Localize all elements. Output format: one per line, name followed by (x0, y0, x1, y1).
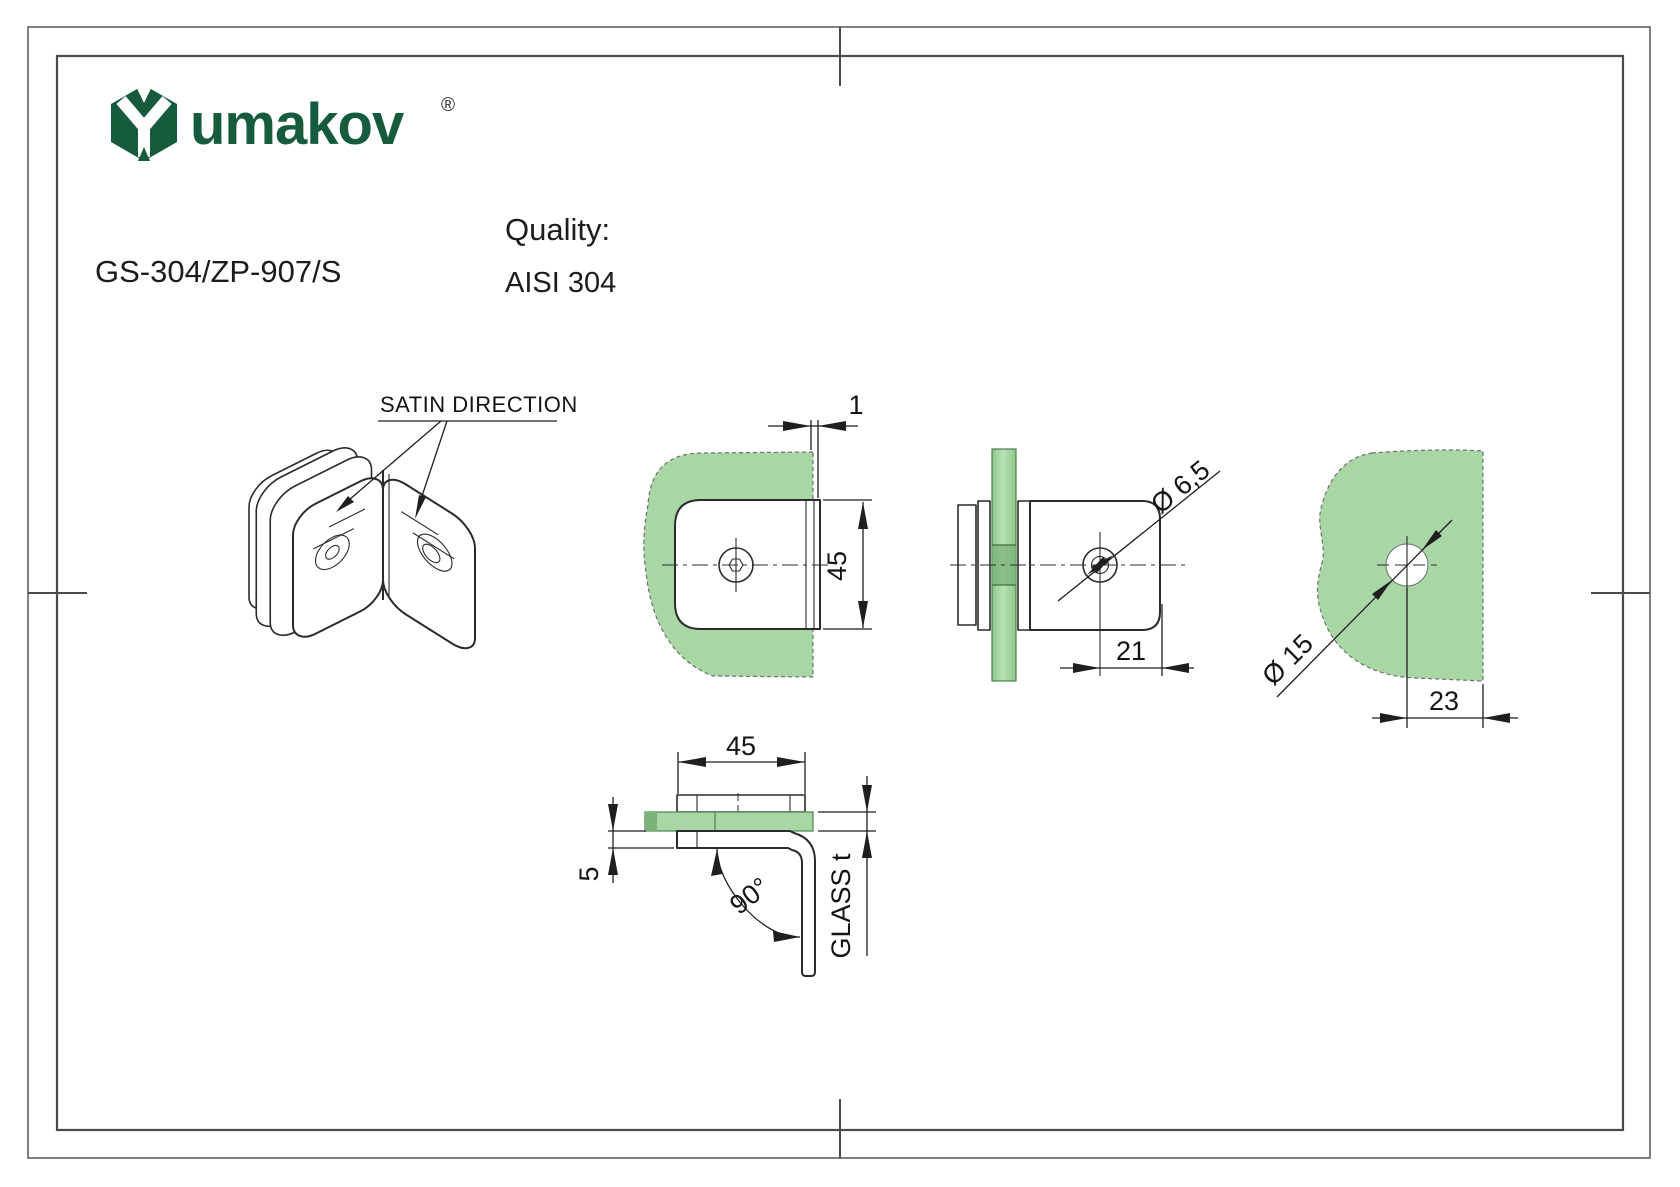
dim-arrow (1087, 557, 1108, 575)
countersunk-hole (316, 529, 350, 576)
dim-arrow (777, 757, 805, 767)
dim-arrow (862, 785, 872, 812)
iso-right-face (383, 470, 475, 658)
glass-thickness-label: GLASS t (826, 853, 856, 959)
hex-socket (326, 543, 340, 562)
leader-line (1276, 519, 1453, 698)
dim-arrow (818, 421, 846, 431)
title-block: GS-304/ZP-907/S Quality: AISI 304 (95, 212, 616, 299)
through-hole (418, 527, 453, 579)
sheet-frame (27, 26, 1651, 1159)
dim-arrow (862, 831, 872, 858)
dim-arrow (858, 601, 868, 628)
dim-top-lip: 5 (574, 866, 604, 881)
dim-arrow (1483, 713, 1510, 723)
dim-arrow (783, 421, 811, 431)
dim-top-width: 45 (726, 731, 756, 761)
view-front: 1 45 (643, 390, 872, 678)
view-top: 45 5 90° GLASS t (574, 731, 876, 977)
top-glass-strip (644, 811, 814, 832)
dim-arrow (711, 849, 722, 876)
quality-value: AISI 304 (505, 267, 616, 299)
satin-direction-label: SATIN DIRECTION (380, 392, 578, 417)
dim-arrow (773, 931, 800, 942)
dim-front-height: 45 (822, 551, 852, 581)
dim-arrow (858, 502, 868, 529)
leader-arrow (415, 495, 426, 519)
logo-foot-notch (138, 147, 150, 161)
satin-leader-2 (417, 420, 448, 509)
dim-side-edge: 21 (1116, 636, 1146, 666)
leader-arrow (336, 496, 354, 512)
view-isometric: SATIN DIRECTION (249, 392, 578, 658)
view-glass-panel: Ø 15 23 (1256, 449, 1518, 728)
quality-label: Quality: (505, 212, 610, 247)
through-hole-inner (423, 541, 440, 567)
satin-line (401, 512, 438, 535)
dim-arrow (1380, 713, 1407, 723)
dim-arrow (1073, 663, 1100, 673)
dim-arrow (1422, 530, 1442, 550)
satin-line (329, 509, 365, 527)
dim-glass-edge: 23 (1429, 686, 1459, 716)
dim-arrow (1162, 663, 1189, 673)
view-side: Ø 6,5 21 (950, 448, 1221, 682)
brand-logo: umakov ® (111, 82, 455, 161)
logo-notch (134, 82, 154, 103)
dim-arrow (678, 757, 706, 767)
dim-arrow (608, 848, 618, 875)
dim-arrow (1372, 580, 1392, 600)
dim-front-offset: 1 (848, 390, 863, 420)
satin-line (313, 529, 354, 549)
satin-leader-1 (341, 420, 442, 507)
top-plate-lower-with-leg (676, 830, 816, 977)
top-plate-upper (676, 794, 806, 813)
angle-label: 90° (724, 872, 775, 921)
front-plate (674, 499, 821, 630)
leader-line (1057, 470, 1221, 602)
satin-line (413, 533, 454, 559)
glass-cut-edge (645, 812, 657, 831)
dim-side-hole: Ø 6,5 (1145, 455, 1215, 520)
dim-arrow (608, 804, 618, 831)
dim-glass-hole: Ø 15 (1256, 628, 1319, 691)
part-number: GS-304/ZP-907/S (95, 254, 341, 289)
logo-text: umakov (190, 92, 404, 157)
registered-mark: ® (441, 95, 455, 116)
